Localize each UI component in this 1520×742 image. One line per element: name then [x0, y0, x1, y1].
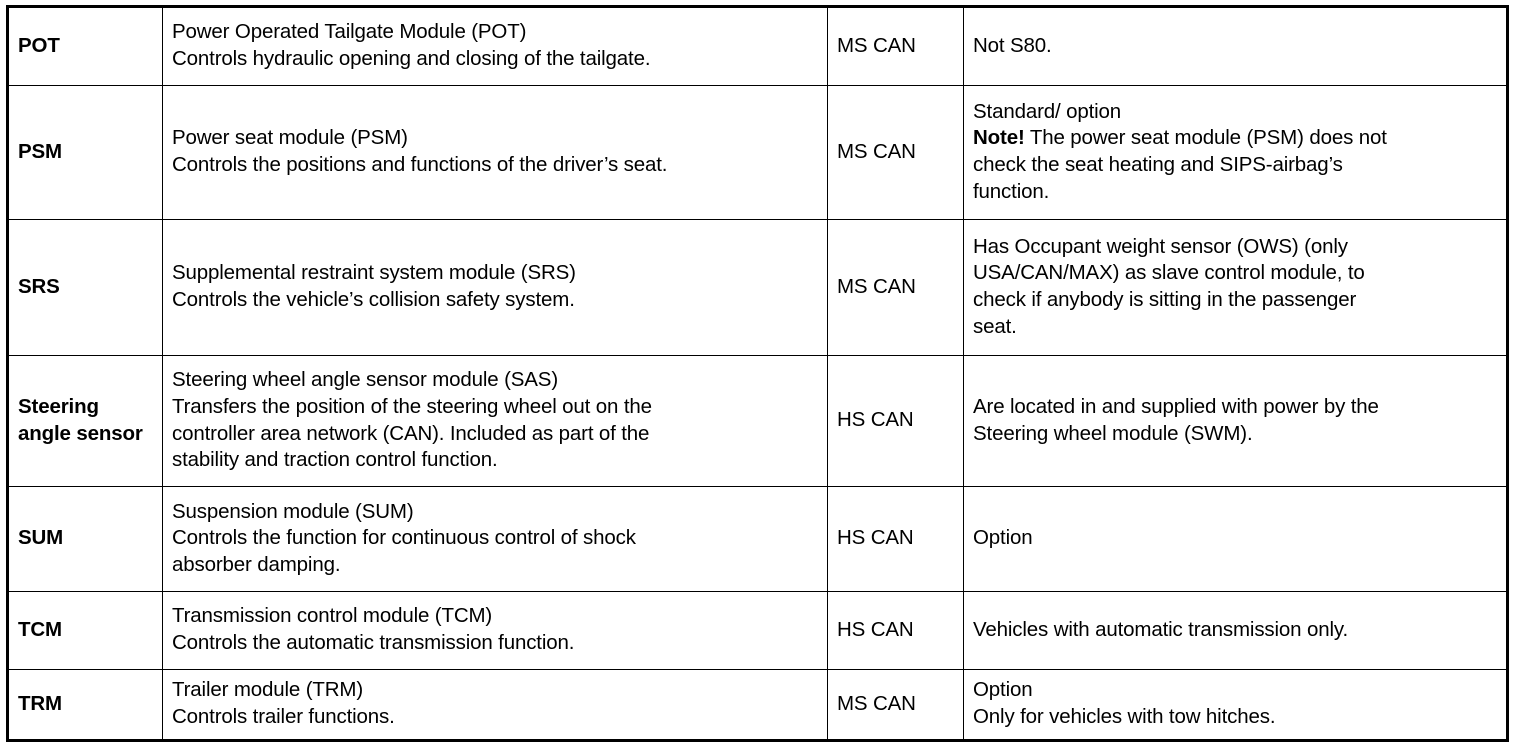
cell-abbreviation: Steering angle sensor [7, 355, 163, 487]
note-line-2-text: The power seat module (PSM) does not [1024, 126, 1387, 150]
desc-line-1: Trailer module (TRM) [172, 678, 364, 702]
note-line-2: Steering wheel module (SWM). [973, 421, 1253, 445]
note-line-3: check if anybody is sitting in the passe… [973, 288, 1357, 311]
desc-line-2: Controls the positions and functions of … [172, 153, 668, 176]
cell-abbreviation: TRM [7, 669, 163, 741]
cell-abbreviation: SRS [7, 219, 163, 356]
desc-line-1: Suspension module (SUM) [172, 499, 414, 523]
cell-network: HS CAN [827, 355, 964, 487]
cell-description: Power Operated Tailgate Module (POT) Con… [162, 6, 828, 86]
table-row: POT Power Operated Tailgate Module (POT)… [7, 6, 1508, 86]
table-row: PSM Power seat module (PSM) Controls the… [7, 85, 1508, 220]
desc-line-3: absorber damping. [172, 552, 341, 576]
cell-note: Has Occupant weight sensor (OWS) (only U… [963, 219, 1508, 356]
desc-line-4: stability and traction control function. [172, 448, 498, 472]
note-line-1: Option [973, 678, 1033, 702]
desc-line-2: Controls the function for continuous con… [172, 526, 636, 550]
desc-line-2: Transfers the position of the steering w… [172, 394, 652, 418]
cell-network: MS CAN [827, 669, 964, 741]
cell-network: HS CAN [827, 591, 964, 670]
desc-line-2: Controls the automatic transmission func… [172, 631, 575, 654]
cell-network: MS CAN [827, 219, 964, 356]
desc-line-2: Controls the vehicle’s collision safety … [172, 288, 575, 311]
note-line-3: check the seat heating and SIPS-airbag’s [973, 153, 1343, 176]
cell-network: HS CAN [827, 486, 964, 592]
cell-description: Transmission control module (TCM) Contro… [162, 591, 828, 670]
note-line-4: seat. [973, 314, 1017, 338]
note-line-2: USA/CAN/MAX) as slave control module, to [973, 261, 1365, 285]
desc-line-1: Transmission control module (TCM) [172, 604, 493, 628]
desc-line-2: Controls trailer functions. [172, 705, 395, 728]
cell-network: MS CAN [827, 6, 964, 86]
note-line-1: Standard/ option [973, 99, 1122, 123]
desc-line-3: controller area network (CAN). Included … [172, 421, 650, 445]
table-row: SUM Suspension module (SUM) Controls the… [7, 486, 1508, 592]
cell-note: Standard/ option Note! The power seat mo… [963, 85, 1508, 220]
note-line-1: Not S80. [973, 33, 1052, 57]
desc-line-1: Steering wheel angle sensor module (SAS) [172, 368, 558, 392]
table-row: Steering angle sensor Steering wheel ang… [7, 355, 1508, 487]
table-body: POT Power Operated Tailgate Module (POT)… [7, 6, 1508, 741]
desc-line-1: Power Operated Tailgate Module (POT) [172, 20, 527, 44]
cell-abbreviation: POT [7, 6, 163, 86]
desc-line-1: Power seat module (PSM) [172, 126, 408, 150]
note-bold-lead: Note! [973, 126, 1025, 150]
cell-abbreviation: SUM [7, 486, 163, 592]
note-line-1: Are located in and supplied with power b… [973, 394, 1379, 418]
control-module-table: POT Power Operated Tailgate Module (POT)… [6, 5, 1509, 742]
cell-note: Not S80. [963, 6, 1508, 86]
cell-note: Vehicles with automatic transmission onl… [963, 591, 1508, 670]
note-line-4: function. [973, 179, 1050, 203]
table-row: TRM Trailer module (TRM) Controls traile… [7, 669, 1508, 741]
table-row: SRS Supplemental restraint system module… [7, 219, 1508, 356]
cell-description: Steering wheel angle sensor module (SAS)… [162, 355, 828, 487]
note-line-1: Option [973, 526, 1033, 550]
cell-note: Option [963, 486, 1508, 592]
cell-note: Are located in and supplied with power b… [963, 355, 1508, 487]
cell-abbreviation: PSM [7, 85, 163, 220]
cell-abbreviation: TCM [7, 591, 163, 670]
note-line-1: Has Occupant weight sensor (OWS) (only [973, 234, 1348, 258]
cell-description: Trailer module (TRM) Controls trailer fu… [162, 669, 828, 741]
desc-line-2: Controls hydraulic opening and closing o… [172, 47, 651, 70]
note-line-1: Vehicles with automatic transmission onl… [973, 617, 1349, 641]
cell-note: Option Only for vehicles with tow hitche… [963, 669, 1508, 741]
cell-description: Suspension module (SUM) Controls the fun… [162, 486, 828, 592]
cell-description: Supplemental restraint system module (SR… [162, 219, 828, 356]
cell-network: MS CAN [827, 85, 964, 220]
desc-line-1: Supplemental restraint system module (SR… [172, 261, 576, 285]
note-line-2: Note! The power seat module (PSM) does n… [973, 125, 1497, 152]
cell-description: Power seat module (PSM) Controls the pos… [162, 85, 828, 220]
table-row: TCM Transmission control module (TCM) Co… [7, 591, 1508, 670]
note-line-2: Only for vehicles with tow hitches. [973, 705, 1276, 728]
